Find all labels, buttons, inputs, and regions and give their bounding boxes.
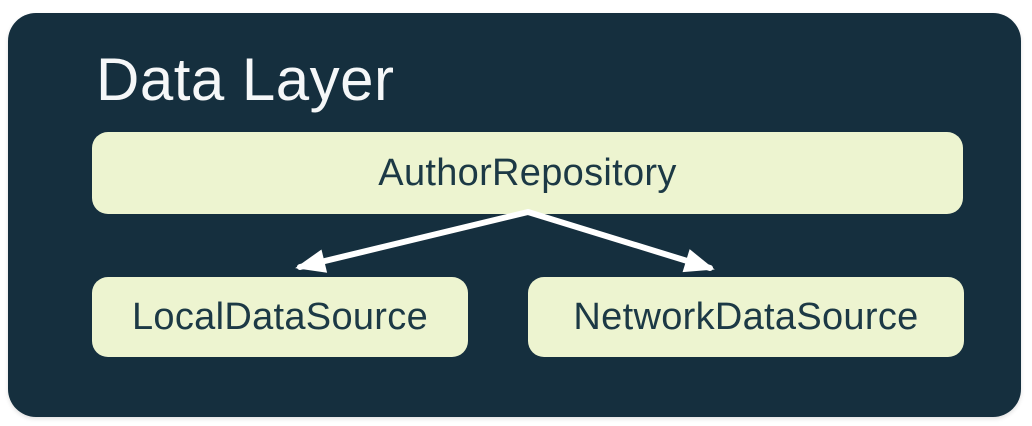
node-local-data-source: LocalDataSource: [92, 277, 468, 357]
node-author-repository: AuthorRepository: [92, 132, 963, 214]
node-author-repository-label: AuthorRepository: [378, 151, 677, 194]
node-network-data-source-label: NetworkDataSource: [573, 295, 919, 338]
node-local-data-source-label: LocalDataSource: [131, 295, 428, 338]
node-network-data-source: NetworkDataSource: [528, 277, 964, 357]
diagram-title: Data Layer: [96, 46, 395, 113]
